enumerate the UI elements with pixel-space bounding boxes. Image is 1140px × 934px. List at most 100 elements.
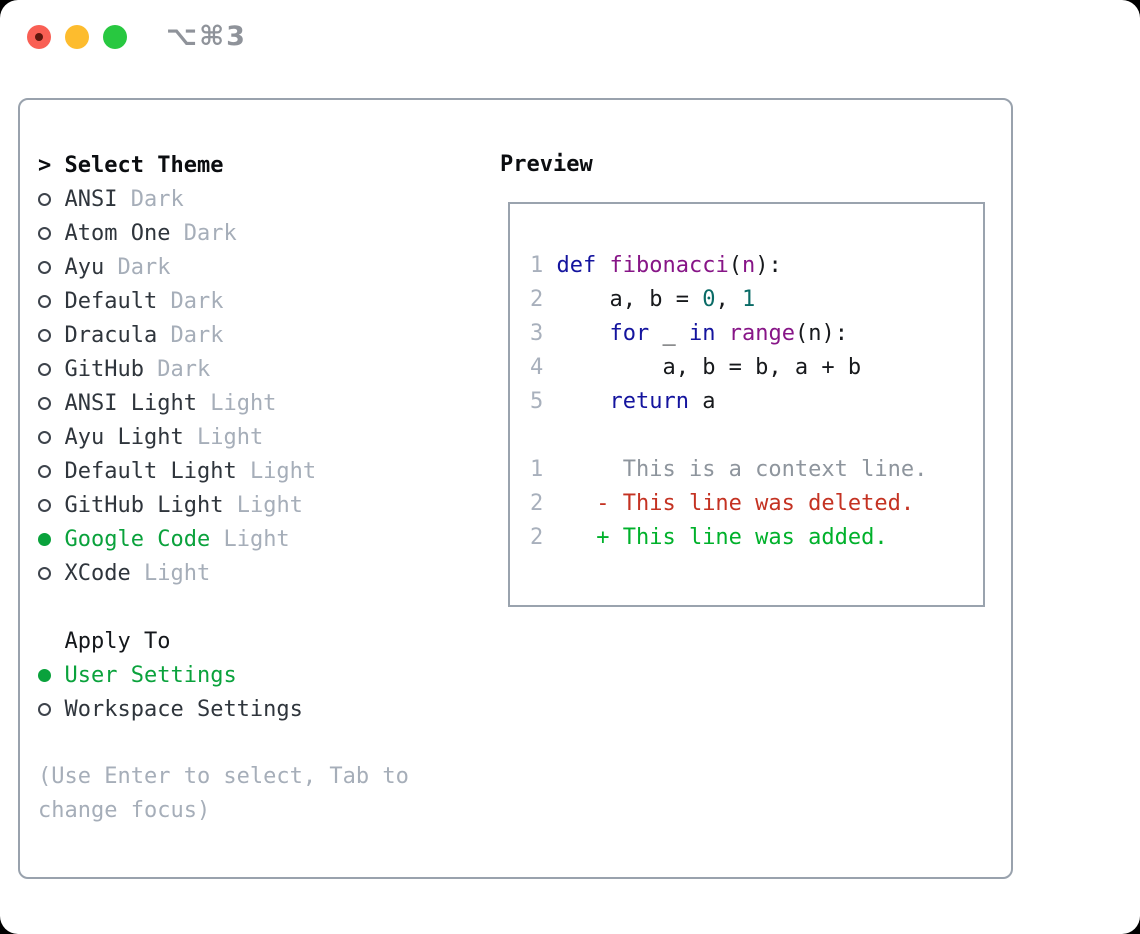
theme-variant: Light (236, 492, 303, 518)
theme-option-xcode[interactable]: XCode Light (38, 556, 409, 590)
theme-variant: Dark (170, 322, 224, 348)
theme-name: ANSI (64, 186, 118, 212)
radio-circle-glyph (38, 566, 51, 580)
close-button[interactable] (27, 25, 51, 49)
radio-selected-icon (38, 532, 65, 546)
zoom-button[interactable] (103, 25, 127, 49)
diff-line-added: 2 + This line was added. (530, 521, 983, 555)
spacer (38, 590, 409, 624)
preview-title: Preview (500, 152, 593, 177)
radio-circle-glyph (38, 430, 51, 444)
code-token-plain: , (715, 287, 742, 312)
line-number: 1 (530, 253, 544, 278)
radio-circle-glyph (38, 668, 51, 682)
line-number: 5 (530, 389, 544, 414)
code-line-1: 1 def fibonacci(n): (530, 249, 983, 283)
line-number: 3 (530, 321, 544, 346)
apply-option-label: User Settings (64, 662, 237, 688)
theme-name: Default (64, 288, 158, 314)
theme-variant: Light (249, 458, 317, 484)
select-theme-header-row: > Select Theme (38, 148, 409, 182)
code-token-plain: ( (728, 253, 742, 278)
code-line-2: 2 a, b = 0, 1 (530, 283, 983, 317)
code-token-literal: 0 (702, 287, 716, 312)
diff-text: - This line was deleted. (543, 491, 915, 516)
theme-variant: Dark (183, 220, 237, 246)
radio-icon (38, 328, 65, 342)
theme-variant: Light (223, 526, 290, 552)
radio-circle-glyph (38, 362, 51, 376)
help-text-line-2: change focus) (38, 798, 211, 823)
line-number: 2 (530, 287, 544, 312)
spacer (530, 419, 983, 453)
radio-circle-glyph (38, 396, 51, 410)
radio-circle-glyph (38, 192, 51, 206)
theme-variant: Light (210, 390, 277, 416)
radio-icon (38, 192, 65, 206)
radio-circle-glyph (38, 532, 51, 546)
theme-variant: Dark (130, 186, 184, 212)
code-token-plain (543, 253, 556, 278)
code-token-plain: a, b = (543, 287, 703, 312)
theme-name: Default Light (64, 458, 237, 484)
radio-icon (38, 260, 65, 274)
code-line-5: 5 return a (530, 385, 983, 419)
radio-circle-glyph (38, 464, 51, 478)
theme-option-google-code[interactable]: Google Code Light (38, 522, 409, 556)
line-number: 4 (530, 355, 544, 380)
radio-icon (38, 464, 65, 478)
code-token-keyword: return (609, 389, 689, 414)
diff-line-deleted: 2 - This line was deleted. (530, 487, 983, 521)
apply-option-user-settings[interactable]: User Settings (38, 658, 409, 692)
diff-text: This is a context line. (543, 457, 928, 482)
code-token-function: range (728, 321, 795, 346)
code-token-function: n (741, 253, 756, 278)
code-token-keyword: def (556, 253, 597, 278)
theme-name: Atom One (64, 220, 171, 246)
theme-name: GitHub (64, 356, 144, 382)
radio-icon (38, 566, 65, 580)
theme-name: GitHub Light (64, 492, 224, 518)
diff-text: + This line was added. (543, 525, 888, 550)
radio-icon (38, 498, 65, 512)
theme-option-atom-one[interactable]: Atom One Dark (38, 216, 409, 250)
theme-name: XCode (64, 560, 131, 586)
theme-option-ansi[interactable]: ANSI Dark (38, 182, 409, 216)
unsaved-indicator-dot (35, 33, 43, 41)
window-title: ⌥⌘3 (166, 21, 247, 52)
spacer (38, 726, 409, 760)
apply-option-workspace-settings[interactable]: Workspace Settings (38, 692, 409, 726)
code-token-keyword: in (688, 321, 716, 346)
code-token-plain (543, 389, 609, 414)
theme-option-dracula[interactable]: Dracula Dark (38, 318, 409, 352)
radio-icon (38, 362, 65, 376)
code-token-keyword: for (609, 321, 650, 346)
apply-to-title: Apply To (64, 628, 171, 654)
theme-option-github-light[interactable]: GitHub Light Light (38, 488, 409, 522)
minimize-button[interactable] (65, 25, 89, 49)
radio-icon (38, 294, 65, 308)
diff-line-context: 1 This is a context line. (530, 453, 983, 487)
line-number: 2 (530, 525, 544, 550)
apply-to-header-row: Apply To (38, 624, 409, 658)
theme-name: Dracula (64, 322, 158, 348)
theme-name: ANSI Light (64, 390, 197, 416)
window-titlebar: ⌥⌘3 (0, 0, 1140, 80)
code-token-function: fibonacci (609, 253, 729, 278)
theme-variant: Light (143, 560, 211, 586)
theme-name: Google Code (64, 526, 211, 552)
radio-circle-glyph (38, 294, 51, 308)
theme-option-default-light[interactable]: Default Light Light (38, 454, 409, 488)
theme-option-ansi-light[interactable]: ANSI Light Light (38, 386, 409, 420)
focus-indicator: > (38, 152, 52, 178)
radio-icon (38, 702, 65, 716)
theme-name: Ayu Light (64, 424, 184, 450)
